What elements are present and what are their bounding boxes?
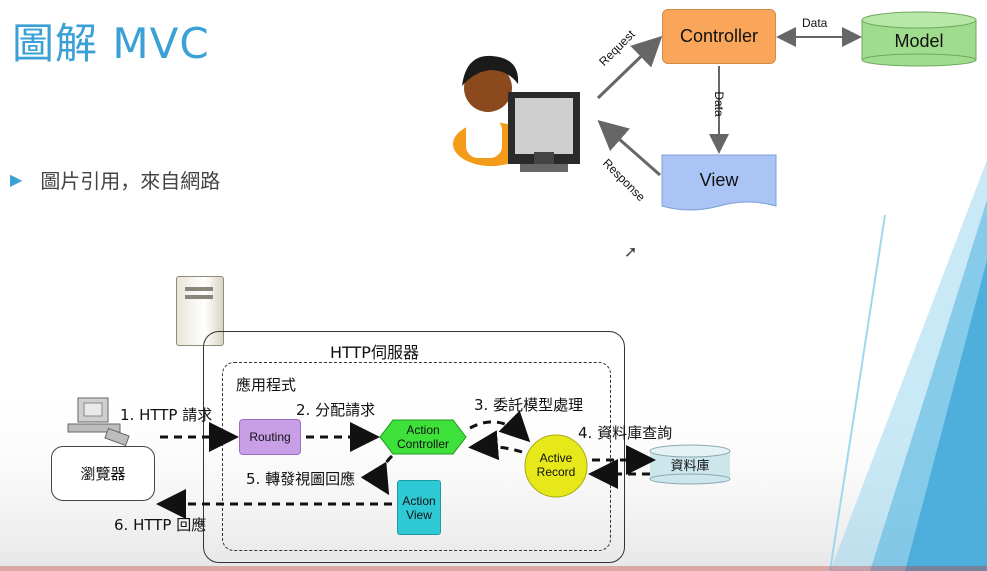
active-record-line2: Record <box>536 465 576 479</box>
step5-label: 5. 轉發視圖回應 <box>246 470 356 488</box>
action-controller-line2: Controller <box>396 437 450 451</box>
view-label: View <box>699 169 739 190</box>
view-shape <box>661 154 777 211</box>
model-cylinder <box>861 11 977 67</box>
active-record-circle <box>524 434 588 498</box>
arrow-step5 <box>360 454 394 496</box>
action-controller-line1: Action <box>406 423 440 437</box>
model-label: Model <box>894 30 944 51</box>
http-server-label: HTTP伺服器 <box>330 343 419 362</box>
application-label: 應用程式 <box>236 376 297 394</box>
bullet-item: ▶ 圖片引用，來自網路 <box>10 165 220 194</box>
action-controller-label: Action Controller <box>393 423 453 451</box>
edge-label-data-cm: Data <box>802 16 828 30</box>
routing-box: Routing <box>239 419 301 455</box>
database-cylinder <box>649 444 731 485</box>
arrow-request <box>596 35 663 100</box>
action-view-line1: Action <box>402 493 436 508</box>
action-view-box: Action View <box>397 480 441 535</box>
slide-title: 圖解 MVC <box>12 19 210 68</box>
triangle-bullet-icon: ▶ <box>10 171 23 189</box>
active-record-line1: Active <box>539 451 573 465</box>
arrow-response <box>597 120 661 177</box>
step1-label: 1. HTTP 請求 <box>120 406 213 424</box>
database-label: 資料庫 <box>670 458 710 473</box>
computer-icon <box>67 397 130 447</box>
controller-box: Controller <box>662 9 776 64</box>
step2-label: 2. 分配請求 <box>296 401 376 419</box>
action-controller-hexagon <box>379 419 467 455</box>
step6-label: 6. HTTP 回應 <box>114 516 207 534</box>
step4-label: 4. 資料庫查詢 <box>578 424 673 442</box>
arrow-step3-out <box>469 410 531 443</box>
application-container <box>222 362 611 551</box>
http-server-container <box>203 331 625 563</box>
step3-label: 3. 委託模型處理 <box>474 396 584 414</box>
arrow-step3-back <box>468 430 523 461</box>
user-at-computer-icon <box>453 55 580 172</box>
active-record-label: Active Record <box>526 451 586 479</box>
mouse-cursor-icon: ➚ <box>624 244 638 261</box>
browser-box: 瀏覽器 <box>51 446 155 501</box>
action-view-line2: View <box>406 507 432 522</box>
bullet-text: 圖片引用，來自網路 <box>40 169 221 193</box>
